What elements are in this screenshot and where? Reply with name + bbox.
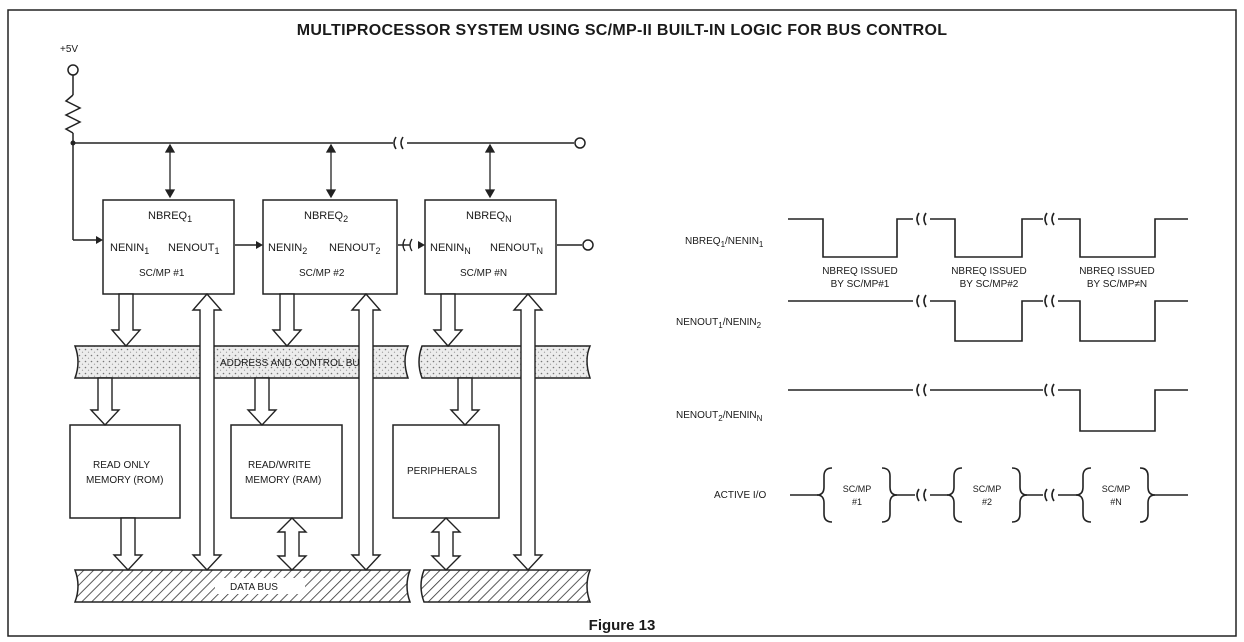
supply-label: +5V — [60, 44, 78, 55]
ram-label-1: READ/WRITE — [248, 460, 311, 471]
svg-text:#1: #1 — [852, 497, 862, 507]
figure-title: MULTIPROCESSOR SYSTEM USING SC/MP-II BUI… — [296, 22, 948, 39]
note-2-line-2: BY SC/MP#2 — [960, 279, 1019, 290]
address-bus-label: ADDRESS AND CONTROL BUS — [220, 358, 367, 369]
active-io-label: ACTIVE I/O — [714, 490, 766, 501]
address-bus-right — [418, 345, 592, 379]
svg-text:NBREQ1: NBREQ1 — [148, 210, 192, 224]
ram-label-2: MEMORY (RAM) — [245, 475, 321, 486]
processor-name: SC/MP #2 — [299, 268, 345, 279]
figure-caption: Figure 13 — [588, 617, 656, 634]
signal-label-3: NENOUT2/NENINN — [676, 410, 763, 423]
ram-box — [230, 424, 343, 519]
note-n-line-1: NBREQ ISSUED — [1079, 266, 1155, 277]
peripherals-label: PERIPHERALS — [407, 466, 477, 477]
address-bus-left — [73, 345, 410, 379]
processor-box-n: NBREQN NENINN NENOUTN SC/MP #N — [424, 199, 557, 295]
svg-text:NENOUT2: NENOUT2 — [329, 242, 380, 256]
svg-text:SC/MP: SC/MP — [1102, 484, 1131, 494]
processor-name: SC/MP #N — [460, 268, 507, 279]
svg-text:NENIN1: NENIN1 — [110, 242, 149, 256]
processor-box-2: NBREQ2 NENIN2 NENOUT2 SC/MP #2 — [262, 199, 398, 295]
processor-name: SC/MP #1 — [139, 268, 185, 279]
svg-text:NENOUT1: NENOUT1 — [168, 242, 219, 256]
svg-text:NENINN: NENINN — [430, 242, 471, 256]
rom-label-1: READ ONLY — [93, 460, 150, 471]
svg-text:NBREQ2: NBREQ2 — [304, 210, 348, 224]
data-bus-right — [420, 569, 592, 603]
bus-arrows — [89, 292, 544, 572]
note-1-line-1: NBREQ ISSUED — [822, 266, 898, 277]
outer-border — [7, 9, 1237, 637]
svg-text:SC/MP: SC/MP — [843, 484, 872, 494]
svg-text:NENIN2: NENIN2 — [268, 242, 307, 256]
svg-text:#N: #N — [1110, 497, 1122, 507]
svg-text:NBREQN: NBREQN — [466, 210, 512, 224]
processor-box-1: NBREQ1 NENIN1 NENOUT1 SC/MP #1 — [102, 199, 235, 295]
timing-waveforms — [788, 212, 1188, 523]
svg-text:#2: #2 — [982, 497, 992, 507]
signal-label-1: NBREQ1/NENIN1 — [685, 236, 764, 249]
svg-text:SC/MP: SC/MP — [973, 484, 1002, 494]
svg-text:NENOUTN: NENOUTN — [490, 242, 543, 256]
rom-box — [69, 424, 181, 519]
pullup-resistor — [64, 94, 82, 134]
rom-label-2: MEMORY (ROM) — [86, 475, 163, 486]
signal-label-2: NENOUT1/NENIN2 — [676, 317, 762, 330]
supply-terminal — [67, 64, 79, 76]
note-n-line-2: BY SC/MP≠N — [1087, 279, 1147, 290]
data-bus-label: DATA BUS — [230, 582, 278, 593]
note-1-line-2: BY SC/MP#1 — [831, 279, 890, 290]
note-2-line-1: NBREQ ISSUED — [951, 266, 1027, 277]
